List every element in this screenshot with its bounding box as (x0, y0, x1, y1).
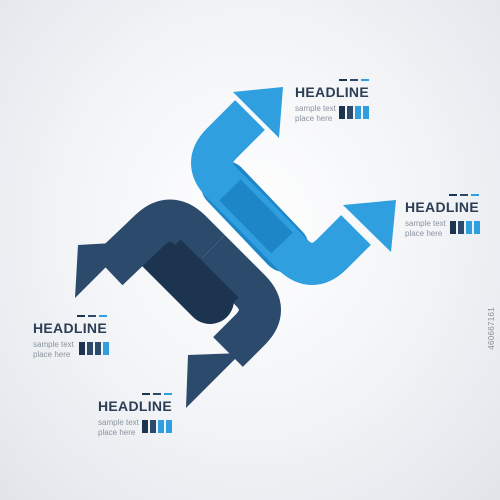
callout-dashes (338, 79, 369, 81)
callout-body: sample text place here (98, 418, 172, 438)
light-arrow-upper-shaft (191, 100, 270, 231)
dark-arrow-upper-shaft (93, 199, 225, 286)
callout-middle-left: HEADLINE sample text place here (33, 315, 109, 360)
callout-headline: HEADLINE (98, 398, 172, 414)
callout-bars (79, 342, 109, 355)
dark-arrow-lower-shaft (195, 235, 281, 367)
callout-body: sample text place here (405, 219, 479, 239)
light-arrow-group (191, 87, 396, 285)
light-arrow-lower-head (343, 200, 396, 252)
callout-bars (142, 420, 172, 433)
callout-dashes (141, 393, 172, 395)
callout-line-2: place here (98, 428, 136, 437)
dark-arrow-upper-head (75, 242, 131, 298)
callout-body: sample text place here (295, 104, 369, 124)
callout-body: sample text place here (33, 340, 107, 360)
callout-line-1: sample text (33, 340, 74, 349)
dark-arrow-group (75, 199, 281, 408)
callout-dashes (76, 315, 107, 317)
callout-top-right: HEADLINE sample text place here (295, 79, 369, 124)
light-inner-band (219, 179, 293, 254)
callout-headline: HEADLINE (295, 84, 369, 100)
callout-bars (450, 221, 480, 234)
callout-line-2: place here (405, 229, 443, 238)
callout-line-2: place here (295, 114, 333, 123)
callout-headline: HEADLINE (405, 199, 479, 215)
callout-line-1: sample text (98, 418, 139, 427)
light-arrow-lower-shaft (239, 201, 371, 285)
callout-headline: HEADLINE (33, 320, 107, 336)
stock-id-watermark: 460667161 (487, 307, 496, 350)
light-arrow-upper-head (233, 87, 283, 138)
callout-dashes (448, 194, 479, 196)
callout-bottom: HEADLINE sample text place here (98, 393, 172, 438)
callout-line-2: place here (33, 350, 71, 359)
dark-inner-band (159, 239, 239, 319)
callout-line-1: sample text (295, 104, 336, 113)
callout-bars (339, 106, 369, 119)
dark-arrow-lower-head (186, 353, 241, 408)
callout-middle-right: HEADLINE sample text place here (405, 194, 480, 239)
callout-line-1: sample text (405, 219, 446, 228)
